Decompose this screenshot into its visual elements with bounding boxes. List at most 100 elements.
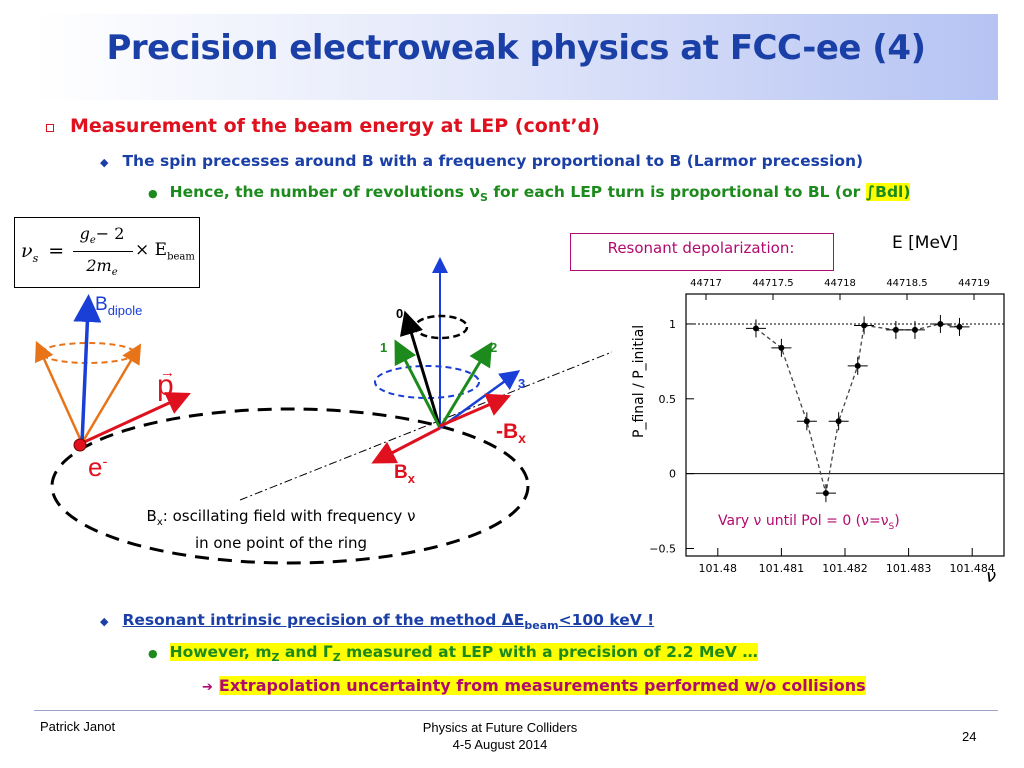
diamond-bullet-icon: ◆ bbox=[100, 615, 109, 628]
b-dipole-arrow bbox=[73, 294, 102, 444]
slide-title: Precision electroweak physics at FCC-ee … bbox=[106, 28, 926, 68]
energy-ticks: 44717 44717.5 44718 44718.5 44719 bbox=[690, 278, 990, 300]
electron-letter: e bbox=[88, 452, 103, 482]
electron-dot bbox=[73, 438, 87, 452]
b-dipole-label: Bdipole bbox=[95, 294, 142, 318]
bullet-level2: ◆ The spin precesses around B with a freq… bbox=[100, 152, 863, 170]
b-dipole-sub: dipole bbox=[107, 302, 143, 318]
ring-caption: Bx: oscillating field with frequency ν i… bbox=[96, 506, 466, 554]
formula-2m: 2m bbox=[86, 256, 112, 275]
y-axis-label: P_final / P_initial bbox=[631, 325, 647, 438]
bx-sub: x bbox=[407, 470, 415, 486]
b5-sub2: Z bbox=[332, 651, 341, 665]
conclusion-text: Extrapolation uncertainty from measureme… bbox=[218, 676, 866, 695]
formula-times-e: × Ebeam bbox=[135, 240, 195, 262]
pointer-line bbox=[239, 351, 613, 501]
b5-sub1: Z bbox=[271, 651, 280, 665]
data-point bbox=[835, 418, 842, 425]
momentum-arrow bbox=[81, 392, 191, 445]
formula-g-sub: e bbox=[89, 235, 96, 247]
energy-tick-label: 44719 bbox=[958, 278, 990, 289]
data-point bbox=[803, 418, 810, 425]
square-bullet-icon bbox=[46, 123, 54, 132]
y-tick-label: 0 bbox=[669, 468, 676, 481]
dot-bullet-icon: ● bbox=[148, 647, 158, 660]
electron-label: e- bbox=[88, 452, 107, 483]
page-number: 24 bbox=[962, 729, 977, 744]
spin-arrow-left-b bbox=[80, 343, 142, 444]
b5-post: measured at LEP with a precision of 2.2 … bbox=[340, 643, 758, 661]
bx-label: Bx bbox=[394, 462, 415, 486]
data-point bbox=[778, 344, 785, 351]
data-points bbox=[745, 314, 970, 503]
b5-mid: and bbox=[279, 643, 323, 661]
x-axis-label: ν bbox=[986, 566, 996, 587]
y-axis-label-text: P_final / P_initial bbox=[631, 325, 647, 438]
b4-pre: Resonant intrinsic precision of the meth… bbox=[122, 611, 502, 629]
y-tick-label: −0.5 bbox=[649, 543, 676, 556]
energy-tick-label: 44717.5 bbox=[752, 278, 793, 289]
label-0: 0 bbox=[396, 306, 404, 321]
formula-numerator: ge− 2 bbox=[71, 224, 133, 246]
y-tick-label: 1 bbox=[669, 318, 676, 331]
nu-subscript: S bbox=[479, 191, 488, 205]
minus-bx-label: -Bx bbox=[496, 420, 526, 446]
b-dipole-letter: B bbox=[95, 294, 108, 315]
formula-nu-sub: s bbox=[32, 251, 39, 265]
bx-arrow bbox=[371, 426, 441, 464]
caption-line1: : oscillating field with frequency ν bbox=[162, 507, 416, 525]
p-label: p bbox=[157, 369, 174, 402]
formula-times: × E bbox=[135, 240, 168, 260]
minus-bx-arrow bbox=[439, 393, 512, 428]
footer-event-name: Physics at Future Colliders bbox=[422, 720, 578, 735]
x-tick-label: 101.482 bbox=[822, 562, 868, 575]
b5-gamma: Γ bbox=[322, 643, 333, 661]
bullet-text: However, mZ and ΓZ measured at LEP with … bbox=[169, 643, 758, 665]
caption-sub: x bbox=[156, 517, 163, 528]
bullet-level2-b: ◆ Resonant intrinsic precision of the met… bbox=[100, 611, 654, 632]
title-bar bbox=[34, 14, 998, 100]
depolarization-plot: E [MeV] 44717 44717.5 44718 44718.5 44719 P_… bbox=[631, 233, 1005, 587]
footer-date: 4-5 August 2014 bbox=[452, 737, 548, 752]
formula-g: g bbox=[79, 224, 90, 243]
x-tick-label: 101.481 bbox=[759, 562, 805, 575]
minus-bx-sub: x bbox=[518, 430, 526, 447]
caption-b: B bbox=[146, 507, 157, 525]
bx-letter: B bbox=[394, 462, 408, 483]
label-3: 3 bbox=[518, 376, 526, 391]
b4-sub: beam bbox=[524, 619, 559, 633]
formula-nu: ν bbox=[21, 240, 33, 262]
vary-text: Vary ν until Pol = 0 (ν=ν bbox=[718, 513, 889, 529]
arrow-right-icon: ➔ bbox=[202, 680, 213, 695]
bullet-level1: Measurement of the beam energy at LEP (c… bbox=[46, 115, 600, 137]
bullet-text-cont: for each LEP turn is proportional to BL … bbox=[487, 183, 866, 201]
bullet-text: The spin precesses around B with a frequ… bbox=[122, 152, 864, 170]
nu-symbol: ν bbox=[469, 183, 480, 201]
formula-denominator: 2me bbox=[71, 256, 133, 278]
bullet-text: Measurement of the beam energy at LEP (c… bbox=[70, 115, 600, 137]
y-tick-label: 0.5 bbox=[659, 393, 677, 406]
formula-equals: = bbox=[48, 240, 65, 262]
data-point bbox=[937, 320, 944, 327]
energy-tick-label: 44717 bbox=[690, 278, 722, 289]
x-tick-label: 101.484 bbox=[949, 562, 995, 575]
diamond-bullet-icon: ◆ bbox=[100, 156, 109, 169]
footer-divider bbox=[34, 710, 998, 711]
data-point bbox=[861, 322, 868, 329]
formula-m-sub: e bbox=[111, 267, 118, 279]
energy-axis-label: E [MeV] bbox=[892, 233, 958, 253]
energy-tick-label: 44718 bbox=[824, 278, 856, 289]
x-tick-label: 101.48 bbox=[699, 562, 738, 575]
energy-tick-label: 44718.5 bbox=[886, 278, 927, 289]
b4-delta: ΔE bbox=[501, 611, 525, 629]
precession-circle-large bbox=[374, 365, 480, 399]
footer-author: Patrick Janot bbox=[40, 719, 116, 734]
dot-bullet-icon: ● bbox=[148, 187, 158, 200]
b5-pre: However, m bbox=[169, 643, 272, 661]
bullet-level3-b: ●However, mZ and ΓZ measured at LEP with… bbox=[148, 643, 758, 664]
data-point bbox=[752, 325, 759, 332]
label-1: 1 bbox=[380, 340, 388, 355]
highlighted-integral: ∫Bdl) bbox=[865, 183, 911, 201]
